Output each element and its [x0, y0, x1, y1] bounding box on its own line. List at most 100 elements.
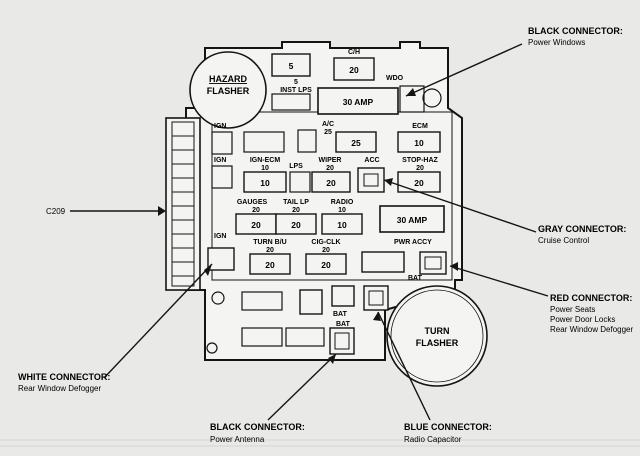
fuse-turn-bu: TURN B/U 20 20	[249, 239, 291, 275]
callout-gray-title: GRAY CONNECTOR:	[538, 224, 626, 234]
pwr-accy-label: PWR ACCY	[394, 239, 432, 246]
fuse-radio-label: RADIO	[331, 199, 354, 206]
c209-slots	[172, 135, 194, 277]
fuse-ac-sub: 25	[324, 129, 332, 136]
fuse-lps-label: LPS	[289, 163, 303, 170]
mount-hole-left2	[206, 342, 218, 354]
fuse-tail-lp-value: 20	[291, 220, 301, 230]
fuse-top-left-sub: 5	[294, 79, 298, 86]
callout-black-bottom-title: BLACK CONNECTOR:	[210, 422, 305, 432]
bat-lower2-label: BAT	[336, 321, 351, 328]
callout-leaders	[103, 43, 549, 421]
fuse-top-left-value: 5	[289, 61, 294, 71]
hazard-flasher-label-1: HAZARD	[209, 74, 247, 84]
callout-blue-line1: Radio Capacitor	[404, 435, 462, 444]
fuse-ac-value: 25	[351, 138, 361, 148]
bat-lower1-label: BAT	[333, 311, 348, 318]
fuse-turn-bu-value: 20	[265, 260, 275, 270]
wdo-label: WDO	[386, 75, 404, 82]
fuse-stop-haz-label: STOP-HAZ	[402, 157, 438, 164]
hazard-flasher: HAZARD FLASHER	[189, 51, 267, 129]
fuse-wiper-label: WIPER	[319, 157, 342, 164]
fuse-cig-clk-label: CIG-CLK	[311, 239, 340, 246]
fuse-stop-haz-value: 20	[414, 178, 424, 188]
callout-red-line2: Power Door Locks	[550, 315, 615, 324]
fuse-row2-left	[243, 131, 285, 153]
callout-blue-connector: BLUE CONNECTOR: Radio Capacitor	[404, 422, 492, 444]
fuse-turn-bu-top: 20	[266, 247, 274, 254]
hazard-flasher-label-2: FLASHER	[207, 86, 250, 96]
fuse-wiper-top: 20	[326, 165, 334, 172]
fuse-lower-1	[241, 291, 283, 311]
fuse-top-left: 5	[271, 53, 311, 77]
fuse-lps: LPS	[289, 163, 311, 193]
fuse-ecm-value: 10	[414, 138, 424, 148]
callout-white-line1: Rear Window Defogger	[18, 384, 101, 393]
ign-label-1: IGN	[214, 123, 226, 130]
c209-connector	[165, 117, 201, 291]
fuse-cig-clk: CIG-CLK 20 20	[305, 239, 347, 275]
bat-right-label: BAT	[408, 275, 423, 282]
ign-label-3: IGN	[214, 233, 226, 240]
fuse-ecm-label: ECM	[412, 123, 428, 130]
turn-flasher-label-1: TURN	[425, 326, 450, 336]
fuse-tail-lp: TAIL LP 20 20	[275, 199, 317, 235]
fuse-ac: A/C 25 25	[322, 121, 377, 153]
turn-flasher: TURN FLASHER	[386, 285, 488, 387]
callout-black-connector-top: BLACK CONNECTOR: Power Windows	[528, 26, 623, 47]
fuse-wiper-value: 20	[326, 178, 336, 188]
fuse-inst-lower	[271, 93, 311, 111]
fuse-lower-3	[285, 327, 325, 347]
callout-red-line1: Power Seats	[550, 305, 595, 314]
callout-black-bottom-line1: Power Antenna	[210, 435, 265, 444]
fuse-cig-clk-top: 20	[322, 247, 330, 254]
fuse-radio-top: 10	[338, 207, 346, 214]
turn-flasher-label-2: FLASHER	[416, 338, 459, 348]
ign-connector-1	[211, 131, 233, 155]
red-connector: BAT	[408, 251, 447, 282]
callout-red-line3: Rear Window Defogger	[550, 325, 633, 334]
fuse-ign-ecm-top: 10	[261, 165, 269, 172]
callout-arrowheads	[204, 88, 458, 364]
fuse-lower-2	[241, 327, 283, 347]
fuse-tail-lp-label: TAIL LP	[283, 199, 309, 206]
callout-white-title: WHITE CONNECTOR:	[18, 372, 110, 382]
fuse-ign-ecm: IGN-ECM 10 10	[243, 157, 287, 193]
circuit-breaker-mid-label: 30 AMP	[397, 215, 428, 225]
callout-red-connector: RED CONNECTOR: Power Seats Power Door Lo…	[550, 293, 633, 334]
fuse-radio-value: 10	[337, 220, 347, 230]
circuit-breaker-top: 30 AMP	[317, 87, 399, 115]
c209-arrowhead	[158, 206, 166, 216]
background-texture	[0, 439, 640, 447]
fuse-ecm: ECM 10	[397, 123, 441, 153]
callout-white-connector: WHITE CONNECTOR: Rear Window Defogger	[18, 372, 110, 393]
fuse-radio: RADIO 10 10	[321, 199, 363, 235]
fuse-gauges-label: GAUGES	[237, 199, 268, 206]
inst-lps-label: INST LPS	[280, 87, 312, 94]
black-connector-bottom: BAT	[329, 321, 355, 355]
fuse-wiper: WIPER 20 20	[311, 157, 351, 193]
fuse-stop-haz: STOP-HAZ 20 20	[397, 157, 441, 193]
mount-hole-left	[211, 291, 225, 305]
fuse-gauges-value: 20	[251, 220, 261, 230]
callout-red-title: RED CONNECTOR:	[550, 293, 632, 303]
connector-lower-bat: BAT	[331, 285, 355, 318]
callout-black-connector-bottom: BLACK CONNECTOR: Power Antenna	[210, 422, 305, 444]
blue-connector	[363, 285, 389, 311]
callout-black-top-title: BLACK CONNECTOR:	[528, 26, 623, 36]
circuit-breaker-mid: 30 AMP	[379, 205, 445, 233]
c209-label: C209	[46, 207, 66, 216]
fuse-acc-label: ACC	[364, 157, 379, 164]
callout-gray-connector: GRAY CONNECTOR: Cruise Control	[538, 224, 626, 245]
fuse-ch-value: 20	[349, 65, 359, 75]
fuse-cig-clk-value: 20	[321, 260, 331, 270]
connector-lps	[297, 129, 317, 153]
fuse-ch-label: C/H	[348, 49, 360, 56]
callout-gray-line1: Cruise Control	[538, 236, 589, 245]
fuse-ac-label: A/C	[322, 121, 334, 128]
callout-blue-title: BLUE CONNECTOR:	[404, 422, 492, 432]
fuse-pwr-accy	[361, 251, 405, 273]
ign-label-2: IGN	[214, 157, 226, 164]
ign-connector-2	[211, 165, 233, 189]
fuse-tail-lp-top: 20	[292, 207, 300, 214]
